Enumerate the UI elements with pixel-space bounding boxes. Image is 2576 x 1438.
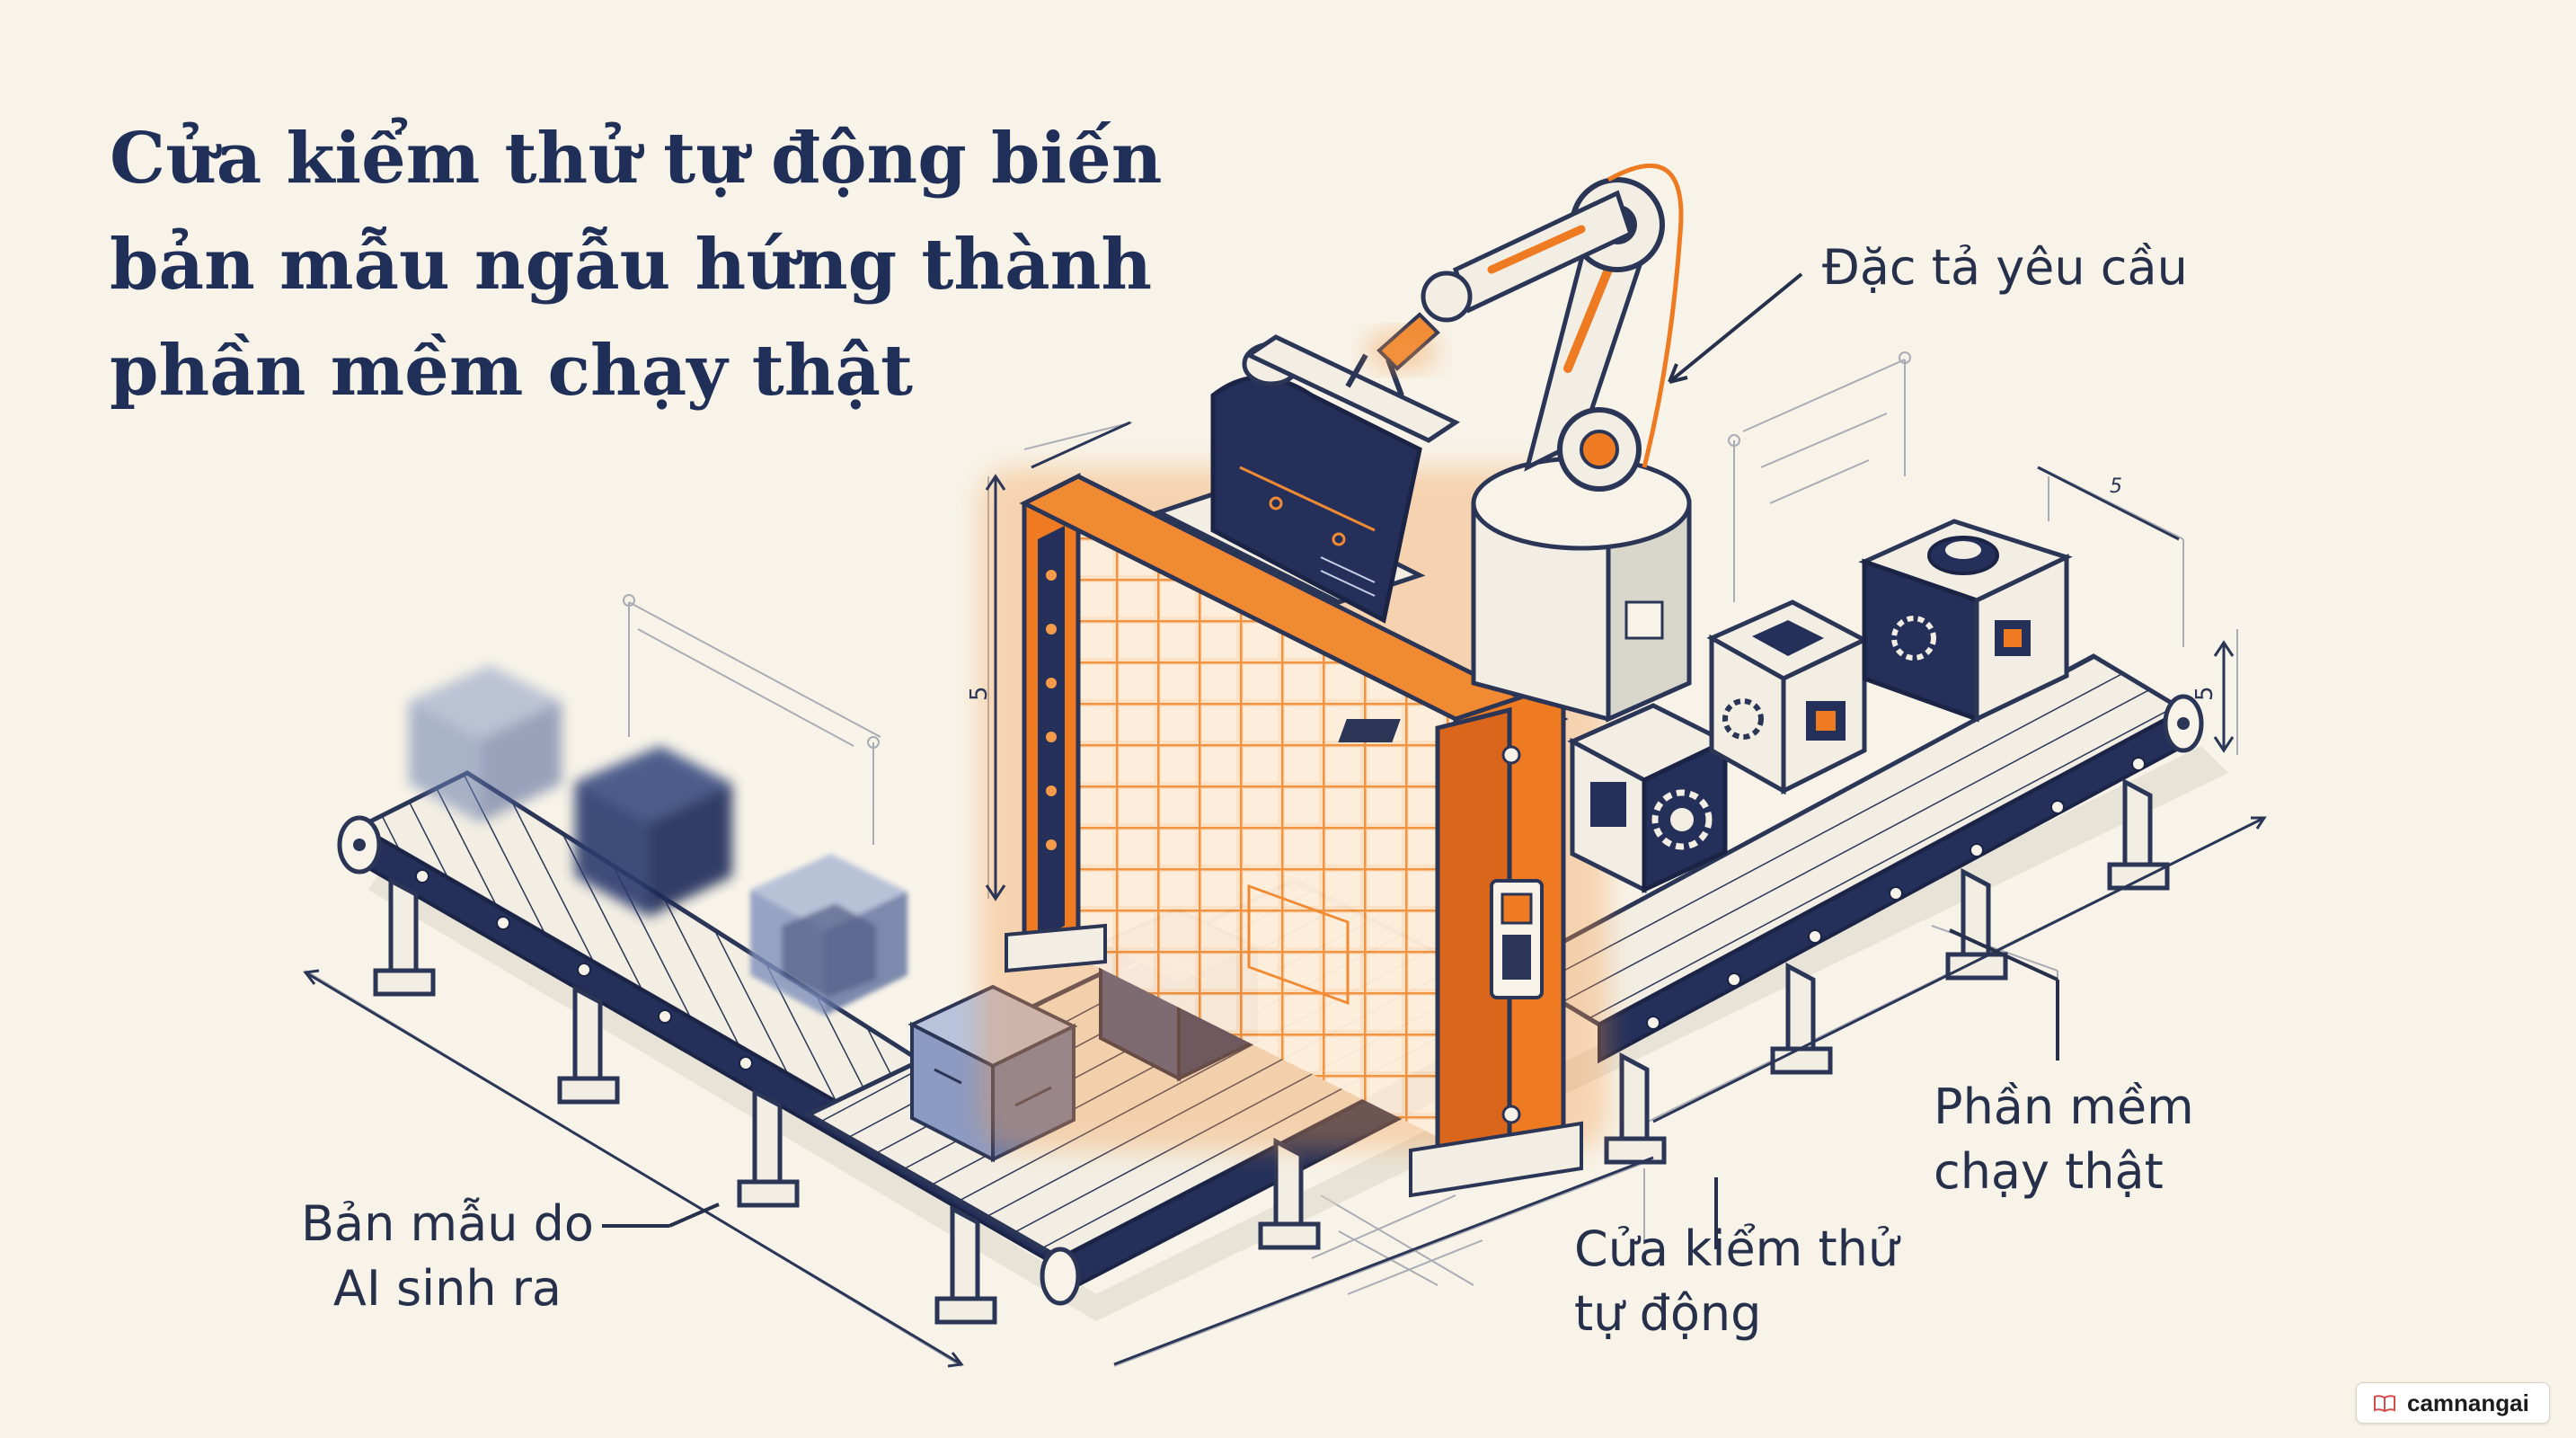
label-gate: Cửa kiểm thử tự động: [1574, 1217, 1899, 1346]
watermark-badge[interactable]: camnangai: [2356, 1382, 2550, 1424]
robot-arm: [1345, 163, 1692, 723]
title-line-3: phần mềm chạy thật: [110, 330, 914, 412]
testing-gate: [1005, 472, 1583, 1198]
label-spec-text: Đặc tả yêu cầu: [1822, 239, 2188, 296]
label-gate-line-1: Cửa kiểm thử: [1574, 1221, 1899, 1277]
book-icon: [2374, 1395, 2395, 1413]
dimension-label-top: 5: [2110, 475, 2122, 498]
label-real-software-line-2: chạy thật: [1934, 1143, 2164, 1200]
page-title: Cửa kiểm thử tự động biến bản mẫu ngẫu h…: [110, 106, 1278, 424]
label-gate-line-2: tự động: [1574, 1285, 1762, 1342]
title-line-2: bản mẫu ngẫu hứng thành: [110, 224, 1153, 306]
label-leaders: [602, 272, 2059, 1249]
dimension-lines: [303, 421, 2267, 1368]
label-prototype-line-1: Bản mẫu do: [301, 1195, 594, 1252]
spec-blueprint: [1153, 334, 1461, 1006]
dimension-label-right: 5: [2191, 686, 2218, 701]
label-prototype: Bản mẫu do AI sinh ra: [301, 1192, 594, 1321]
label-real-software-line-1: Phần mềm: [1934, 1078, 2194, 1135]
label-real-software: Phần mềm chạy thật: [1934, 1075, 2194, 1204]
label-prototype-line-2: AI sinh ra: [332, 1260, 562, 1317]
label-spec: Đặc tả yêu cầu: [1822, 235, 2188, 300]
dimension-label-gate: 5: [966, 686, 993, 701]
software-modules: [1338, 519, 2073, 894]
title-line-1: Cửa kiểm thử tự động biến: [110, 118, 1163, 200]
watermark-text: camnangai: [2407, 1389, 2529, 1416]
